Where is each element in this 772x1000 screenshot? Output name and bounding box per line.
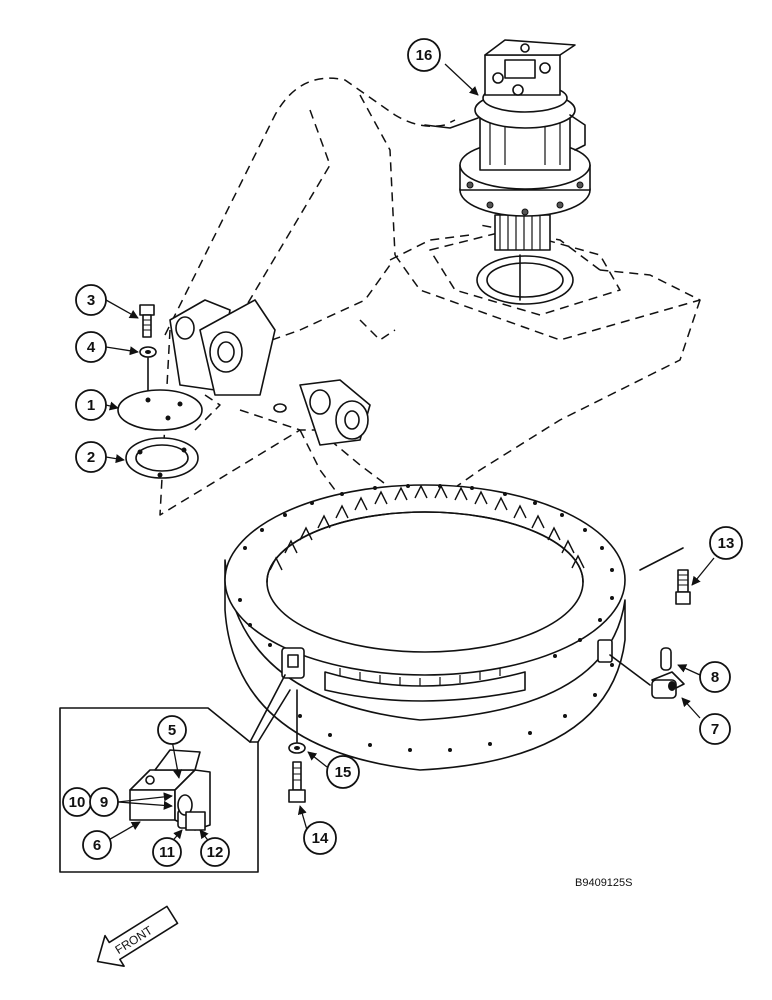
callout-14: 14 <box>303 821 337 855</box>
callout-3: 3 <box>75 284 107 316</box>
callout-15: 15 <box>326 755 360 789</box>
callout-13-label: 13 <box>718 535 735 552</box>
callout-1-label: 1 <box>87 397 95 414</box>
callout-4: 4 <box>75 331 107 363</box>
callout-9: 9 <box>89 787 119 817</box>
shim-part-2 <box>125 437 199 479</box>
callout-5: 5 <box>157 715 187 745</box>
callout-3-label: 3 <box>87 292 95 309</box>
stopper-part-7 <box>609 654 685 699</box>
callout-6-label: 6 <box>93 837 101 854</box>
boom-foot-brackets <box>169 299 371 446</box>
callout-16: 16 <box>407 38 441 72</box>
callout-2: 2 <box>75 441 107 473</box>
bolt-part-14 <box>288 761 306 803</box>
callout-12-label: 12 <box>207 844 224 861</box>
callout-1: 1 <box>75 389 107 421</box>
callout-14-label: 14 <box>312 830 329 847</box>
callout-15-label: 15 <box>335 764 352 781</box>
callout-11: 11 <box>152 837 182 867</box>
washer-part-15 <box>288 689 306 754</box>
callout-6: 6 <box>82 830 112 860</box>
callout-8-label: 8 <box>711 669 719 686</box>
callout-10-label: 10 <box>69 794 86 811</box>
pin-part-8 <box>660 647 672 671</box>
swing-bearing <box>224 484 626 771</box>
drawing-reference-code: B9409125S <box>575 877 633 889</box>
callout-12: 12 <box>200 837 230 867</box>
callout-7-label: 7 <box>711 721 719 738</box>
callout-10: 10 <box>62 787 92 817</box>
bolt-part-3 <box>139 304 155 338</box>
callout-5-label: 5 <box>168 722 176 739</box>
swing-motor <box>424 39 591 251</box>
bolt-part-13 <box>639 547 691 605</box>
upper-frame-outline <box>159 77 701 516</box>
callout-11-label: 11 <box>159 844 175 861</box>
callout-2-label: 2 <box>87 449 95 466</box>
front-direction-arrow: FRONT <box>96 905 179 967</box>
leader-lines <box>104 63 715 849</box>
washer-part-4 <box>139 346 157 391</box>
callout-4-label: 4 <box>87 339 96 356</box>
callout-13: 13 <box>709 526 743 560</box>
callout-7: 7 <box>699 713 731 745</box>
callout-9-label: 9 <box>100 794 108 811</box>
callout-8: 8 <box>699 661 731 693</box>
ring-gear-teeth <box>269 484 585 571</box>
cover-plate-part-1 <box>117 389 203 431</box>
callout-16-label: 16 <box>416 47 433 64</box>
